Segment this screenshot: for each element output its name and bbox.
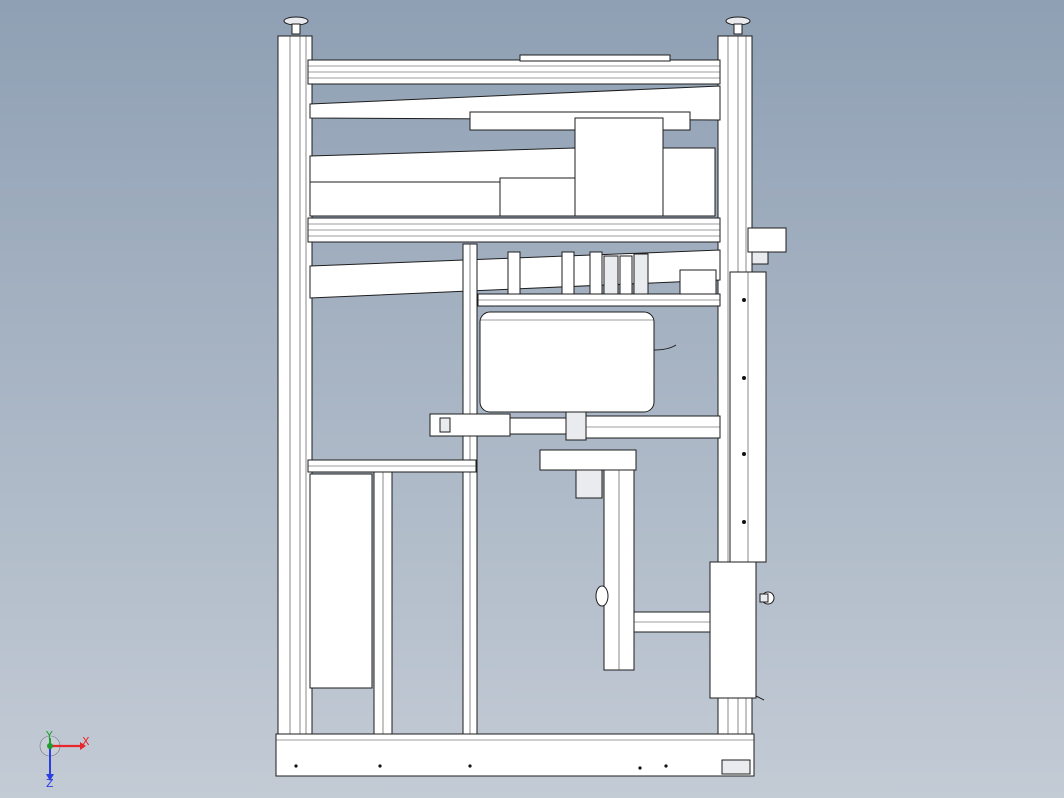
gripper-assembly bbox=[539, 449, 713, 671]
vertical-guide-right bbox=[729, 227, 787, 563]
frame-column-left bbox=[277, 35, 313, 777]
inner-post-small-set bbox=[507, 251, 717, 297]
leveling-foot-left bbox=[283, 16, 309, 35]
frame-beam-left-lower bbox=[307, 459, 477, 473]
hopper-box bbox=[479, 311, 677, 413]
orientation-triad[interactable]: X Y Z bbox=[39, 729, 90, 790]
frame-beam-top bbox=[307, 54, 721, 85]
base-plate bbox=[275, 733, 755, 777]
mounting-holes bbox=[294, 764, 668, 770]
pneumatic-cylinder bbox=[429, 411, 721, 441]
frame-beam-lower-rail bbox=[477, 293, 721, 307]
axis-z-label: Z bbox=[46, 777, 54, 790]
axis-x-label: X bbox=[82, 735, 90, 748]
motor-housing bbox=[709, 561, 775, 701]
electric-cabinet bbox=[309, 471, 393, 735]
axis-y-label: Y bbox=[45, 729, 53, 742]
frame-beam-middle bbox=[307, 217, 721, 243]
leveling-foot-right bbox=[725, 16, 751, 35]
belt-plates-upper bbox=[309, 85, 721, 217]
inner-post-main bbox=[462, 243, 478, 735]
